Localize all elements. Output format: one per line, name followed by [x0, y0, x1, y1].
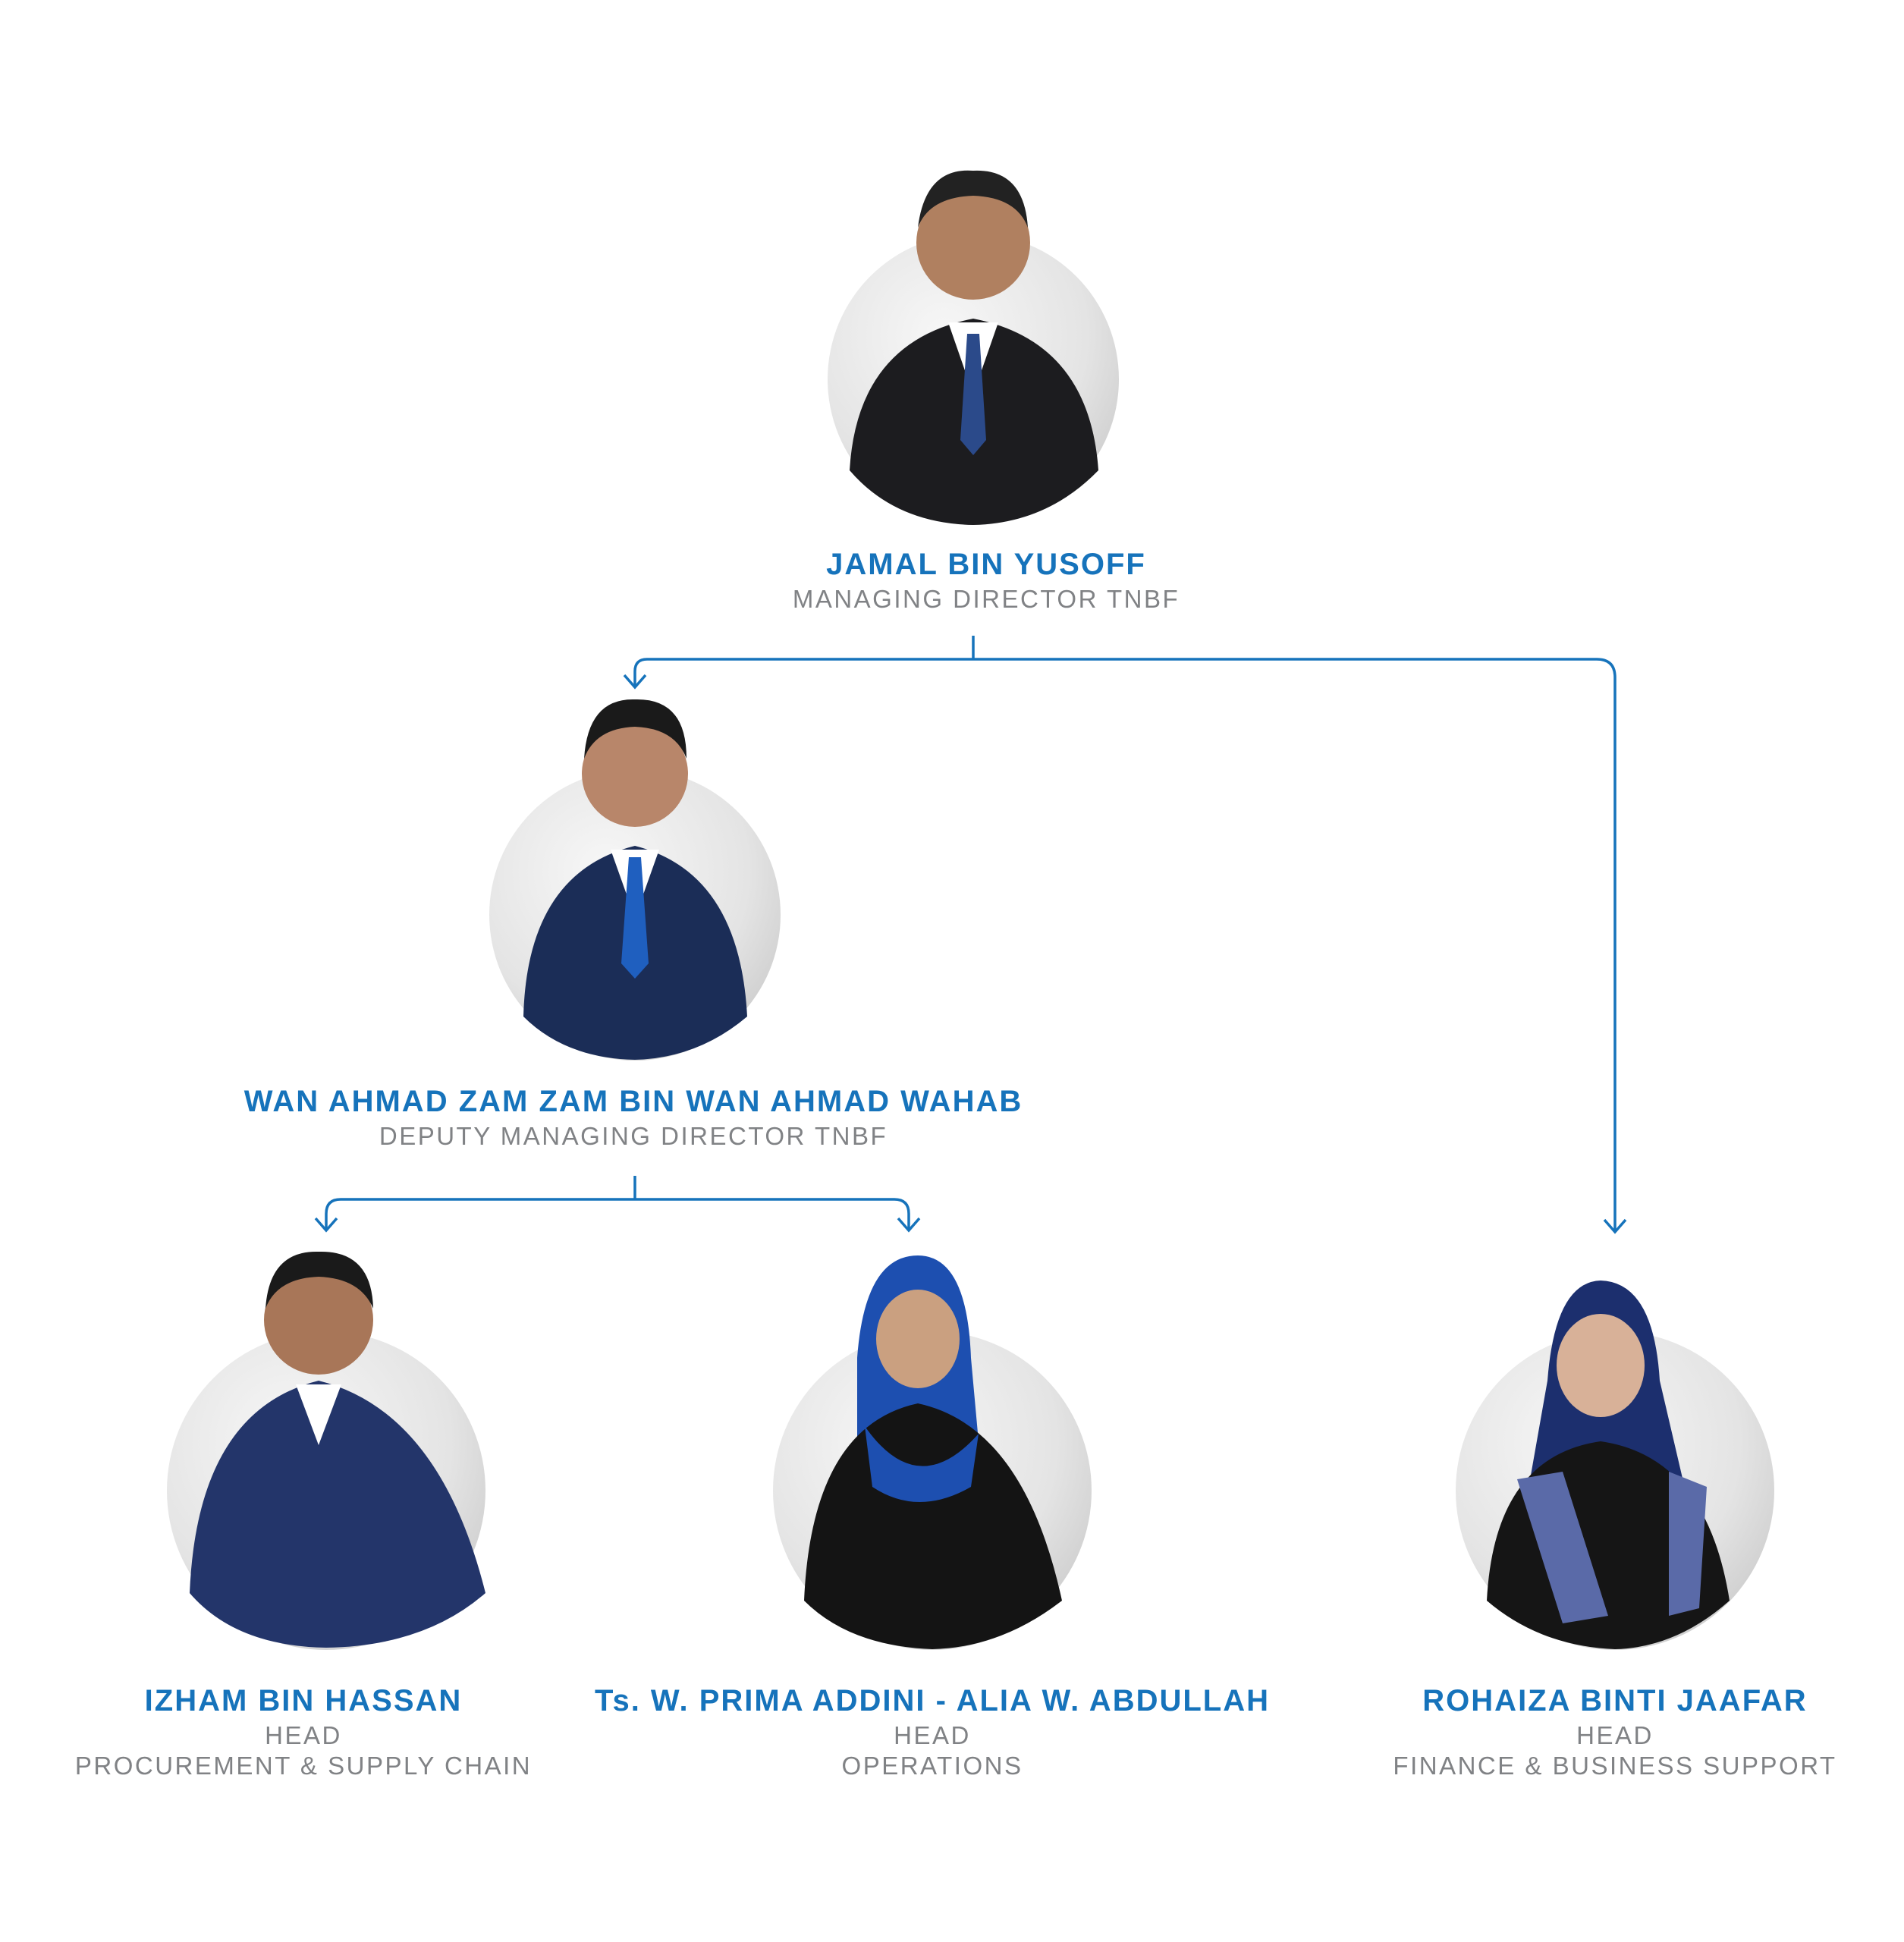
- person-role-title: HEAD: [894, 1721, 971, 1749]
- person-department: PROCUREMENT & SUPPLY CHAIN: [74, 1752, 533, 1780]
- portrait-wan-ahmad: [489, 699, 781, 1061]
- arrow-down-icon: [314, 1217, 338, 1233]
- arrow-down-icon: [623, 674, 647, 690]
- connector-lines: [314, 636, 1627, 1234]
- person-card-head-procurement: IZHAM BIN HASSAN HEAD PROCUREMENT & SUPP…: [75, 1681, 532, 1781]
- person-card-deputy-managing-director: WAN AHMAD ZAM ZAM BIN WAN AHMAD WAHAB DE…: [244, 1082, 1023, 1152]
- connector-dmd-branch: [325, 1198, 910, 1230]
- person-role-title: HEAD: [265, 1721, 342, 1749]
- person-name: IZHAM BIN HASSAN: [144, 1684, 463, 1717]
- portrait-rohaiza: [1456, 1281, 1774, 1650]
- person-name: WAN AHMAD ZAM ZAM BIN WAN AHMAD WAHAB: [243, 1085, 1023, 1118]
- person-role: DEPUTY MANAGING DIRECTOR TNBF: [379, 1122, 888, 1150]
- portrait-prima: [773, 1255, 1092, 1650]
- portrait-jamal: [828, 170, 1119, 525]
- person-role: MANAGING DIRECTOR TNBF: [792, 585, 1180, 613]
- person-card-managing-director: JAMAL BIN YUSOFF MANAGING DIRECTOR TNBF: [793, 545, 1180, 614]
- person-department: FINANCE & BUSINESS SUPPORT: [1393, 1752, 1837, 1780]
- person-name: JAMAL BIN YUSOFF: [826, 548, 1146, 581]
- person-department: OPERATIONS: [841, 1752, 1023, 1780]
- portrait-izham: [167, 1251, 485, 1650]
- person-name: Ts. W. PRIMA ADDINI - ALIA W. ABDULLAH: [594, 1684, 1271, 1717]
- person-name: ROHAIZA BINTI JAAFAR: [1422, 1684, 1808, 1717]
- arrow-down-icon: [1603, 1218, 1627, 1234]
- connector-md-branch: [633, 658, 1617, 1230]
- arrow-down-icon: [897, 1217, 921, 1233]
- person-role-title: HEAD: [1576, 1721, 1654, 1749]
- person-card-head-operations: Ts. W. PRIMA ADDINI - ALIA W. ABDULLAH H…: [595, 1681, 1270, 1781]
- person-card-head-finance: ROHAIZA BINTI JAAFAR HEAD FINANCE & BUSI…: [1393, 1681, 1836, 1781]
